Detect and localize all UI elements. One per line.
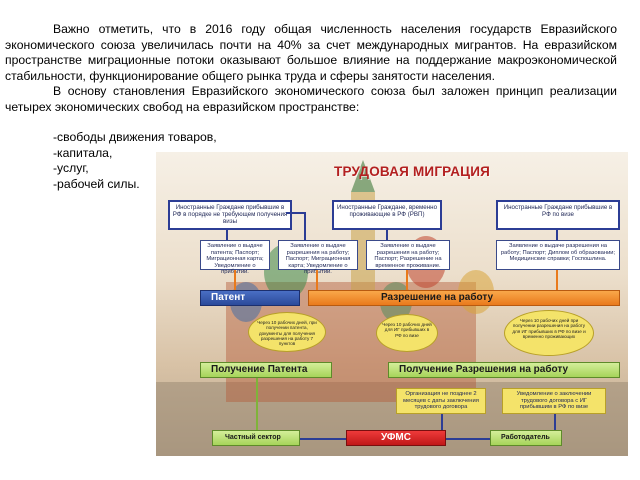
connector: [256, 378, 258, 430]
bar-receive-patent: Получение Патента: [200, 362, 332, 378]
list-item: -свободы движения товаров,: [53, 130, 217, 144]
connector: [304, 212, 306, 240]
connector: [286, 212, 306, 214]
category-visa: Иностранные Граждане прибывшие в РФ по в…: [496, 200, 620, 230]
paragraph-1: Важно отметить, что в 2016 году общая чи…: [5, 22, 617, 83]
docs-permit-rvp: Заявление о выдаче разрешения на работу;…: [366, 240, 450, 270]
labor-migration-infographic: ТРУДОВАЯ МИГРАЦИЯ Иностранные Граждане п…: [156, 152, 628, 456]
connector: [406, 270, 408, 290]
bar-work-permit: Разрешение на работу: [308, 290, 620, 306]
paragraph-2: В основу становления Евразийского эконом…: [5, 84, 617, 114]
bar-employer: Работодатель: [490, 430, 562, 446]
connector: [446, 438, 490, 440]
notice-organization: Организация не позднее 2 месяцев с даты …: [396, 388, 486, 414]
bar-receive-permit: Получение Разрешения на работу: [388, 362, 620, 378]
list-item: -услуг,: [53, 161, 89, 175]
list-item: -капитала,: [53, 145, 113, 160]
connector: [441, 414, 443, 430]
connector: [300, 438, 346, 440]
connector: [556, 230, 558, 240]
docs-permit-visa: Заявление о выдаче разрешения на работу;…: [496, 240, 620, 270]
docs-permit-visa-free: Заявление о выдаче разрешения на работу;…: [278, 240, 358, 275]
notice-employer: Уведомление о заключении трудового догов…: [502, 388, 606, 414]
category-rvp: Иностранные Граждане, временно проживающ…: [332, 200, 442, 230]
bar-ufms: УФМС: [346, 430, 446, 446]
connector: [386, 230, 388, 240]
freedoms-list: -свободы движения товаров, -капитала, -у…: [53, 130, 217, 192]
bar-private-sector: Частный сектор: [212, 430, 300, 446]
intro-text: Важно отметить, что в 2016 году общая чи…: [5, 22, 617, 115]
connector: [316, 270, 318, 290]
bubble-visa-timing: Через 10 рабочих дней при получении разр…: [504, 310, 594, 356]
connector: [556, 270, 558, 290]
connector: [234, 270, 236, 290]
connector: [554, 414, 556, 430]
connector: [226, 230, 228, 240]
list-item: -рабочей силы.: [53, 176, 140, 191]
docs-patent: Заявление о выдаче патента; Паспорт; Миг…: [200, 240, 270, 275]
category-visa-free: Иностранные Граждане прибывшие в РФ в по…: [168, 200, 292, 230]
bubble-patent-timing: Через 10 рабочих дней, при получении пат…: [248, 312, 326, 352]
bar-patent: Патент: [200, 290, 300, 306]
bubble-rvp-timing: Через 10 рабочих дней для ИГ прибывших в…: [376, 314, 438, 352]
figure-title: ТРУДОВАЯ МИГРАЦИЯ: [334, 164, 491, 179]
